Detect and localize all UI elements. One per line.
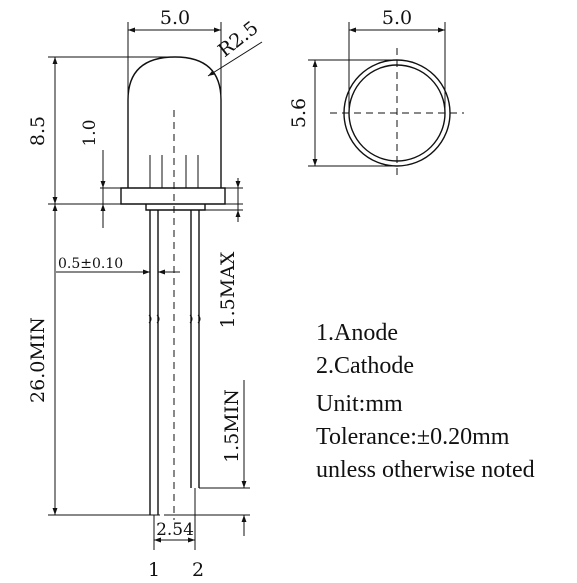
- dim-overall-height: 8.5: [27, 116, 49, 146]
- side-view: 5.0 R2.5 8.5 1.0 0.5±0.10 1.5MAX 26.0MIN: [27, 7, 263, 581]
- note-pin2: 2.Cathode: [316, 353, 414, 379]
- note-pin1: 1.Anode: [316, 320, 398, 346]
- dim-radius-leader: [207, 41, 263, 77]
- dim-top-width: 5.0: [382, 7, 412, 29]
- lead-2-kink: [189, 314, 201, 324]
- led-dome-body: [127, 56, 222, 188]
- dim-body-width: 5.0: [160, 7, 190, 29]
- note-unit: Unit:mm: [316, 391, 403, 417]
- note-tolerance: Tolerance:±0.20mm: [316, 424, 510, 450]
- led-flange: [120, 187, 226, 205]
- dim-flange-height: 1.0: [80, 119, 100, 146]
- dim-standoff: 1.5MAX: [217, 251, 239, 328]
- dim-lead-spacing: 2.54: [156, 520, 194, 540]
- note-tolerance-qualifier: unless otherwise noted: [316, 457, 535, 483]
- dim-lead-difference: 1.5MIN: [221, 389, 243, 463]
- lead-1-kink: [148, 314, 160, 324]
- lead-standoff: [145, 204, 206, 211]
- dim-lead-width: 0.5±0.10: [58, 256, 123, 272]
- dim-lead-length: 26.0MIN: [27, 317, 49, 403]
- notes-block: 1.Anode 2.Cathode Unit:mm Tolerance:±0.2…: [316, 320, 535, 483]
- pin-2-label: 2: [192, 559, 204, 581]
- pin-1-label: 1: [148, 559, 160, 581]
- lead-1: [149, 210, 159, 515]
- dim-flange-diameter: 5.6: [288, 98, 310, 128]
- lead-2: [190, 210, 200, 488]
- top-view: 5.0 5.6: [288, 7, 464, 178]
